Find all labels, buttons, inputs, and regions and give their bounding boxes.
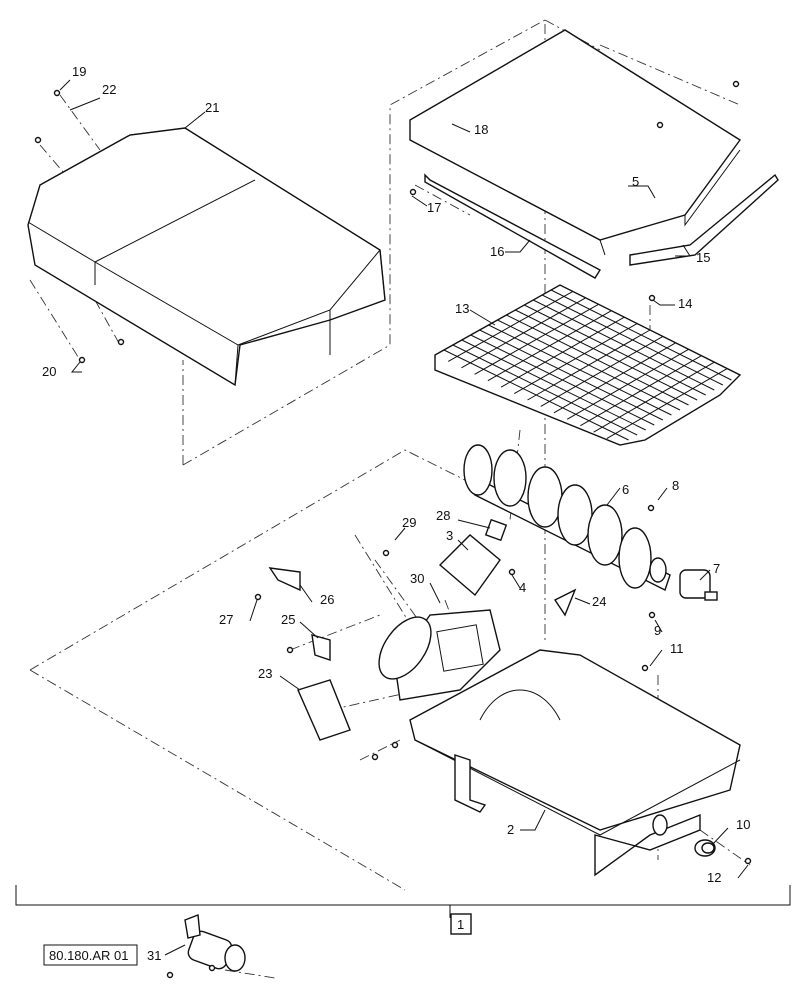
callout-2: 2 xyxy=(507,822,514,837)
callout-27: 27 xyxy=(219,612,233,627)
callout-28: 28 xyxy=(436,508,450,523)
callout-8: 8 xyxy=(672,478,679,493)
callout-9: 9 xyxy=(654,623,661,638)
grid-line xyxy=(580,355,702,427)
callout-12: 12 xyxy=(707,870,721,885)
callout-10: 10 xyxy=(736,817,750,832)
grid-line xyxy=(541,294,724,386)
grid-line xyxy=(606,368,728,440)
callout-16: 16 xyxy=(490,244,504,259)
callout-11: 11 xyxy=(670,641,684,656)
grid-line xyxy=(566,348,689,420)
callouts: 19 22 21 18 5 17 16 15 14 13 20 6 8 28 2… xyxy=(42,64,750,963)
fasteners xyxy=(34,80,752,979)
grid-line xyxy=(540,335,664,407)
callout-17: 17 xyxy=(427,200,441,215)
callout-18: 18 xyxy=(474,122,488,137)
grid-line xyxy=(553,342,676,414)
callout-24: 24 xyxy=(592,594,606,609)
callout-15: 15 xyxy=(696,250,710,265)
hopper-screen xyxy=(434,284,742,446)
grid-line xyxy=(532,299,715,391)
callout-20: 20 xyxy=(42,364,56,379)
callout-19: 19 xyxy=(72,64,86,79)
callout-30: 30 xyxy=(410,571,424,586)
grid-line xyxy=(524,304,706,396)
callout-3: 3 xyxy=(446,528,453,543)
callout-23: 23 xyxy=(258,666,272,681)
spout xyxy=(378,609,501,701)
auger-drive-component xyxy=(184,914,246,972)
callout-25: 25 xyxy=(281,612,295,627)
grid-line xyxy=(506,314,689,406)
seat-cushion xyxy=(27,127,386,387)
grid-line xyxy=(550,289,732,381)
grid-line xyxy=(527,329,651,401)
callout-14: 14 xyxy=(678,296,692,311)
reference-box[interactable]: 80.180.AR 01 xyxy=(43,944,138,966)
callout-26: 26 xyxy=(320,592,334,607)
auger-motor xyxy=(679,569,718,601)
hopper-frame xyxy=(409,649,741,877)
callout-13: 13 xyxy=(455,301,469,316)
callout-22: 22 xyxy=(102,82,116,97)
callout-21: 21 xyxy=(205,100,219,115)
callout-29: 29 xyxy=(402,515,416,530)
hopper-lid xyxy=(409,29,742,256)
assembly-bracket xyxy=(15,885,791,935)
auger xyxy=(463,444,671,591)
bushing xyxy=(694,839,716,857)
grid-line xyxy=(593,361,715,433)
callout-4: 4 xyxy=(519,580,526,595)
callout-6: 6 xyxy=(622,482,629,497)
seal-strips xyxy=(424,173,779,279)
callout-1: 1 xyxy=(457,917,464,932)
callout-7: 7 xyxy=(713,561,720,576)
callout-5: 5 xyxy=(632,174,639,189)
reference-label[interactable]: 80.180.AR 01 xyxy=(49,948,129,963)
callout-31: 31 xyxy=(147,948,161,963)
grid-line xyxy=(515,309,698,401)
leader-lines xyxy=(59,79,749,956)
chute-plates xyxy=(268,518,577,741)
